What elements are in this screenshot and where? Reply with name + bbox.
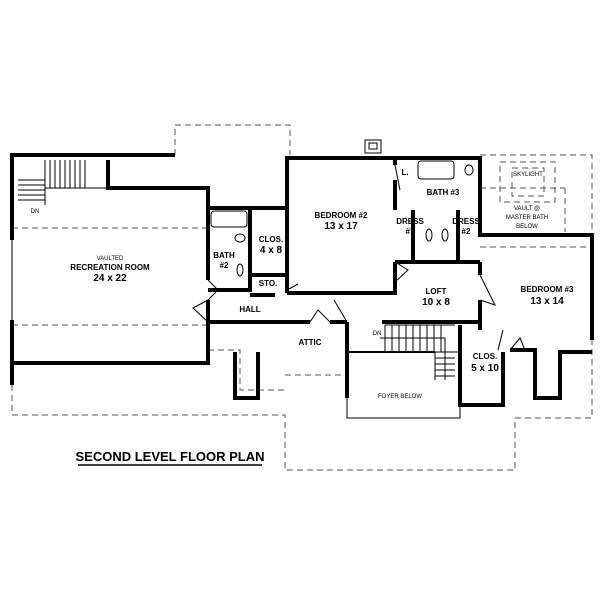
room-num-bath2: #2 <box>220 261 229 270</box>
vault-label-2: MASTER BATH <box>506 215 548 221</box>
plan-title: SECOND LEVEL FLOOR PLAN <box>76 449 265 464</box>
toilet-icon <box>464 164 474 176</box>
room-num-dress2: #2 <box>462 227 471 236</box>
room-size-recreation: 24 x 22 <box>93 273 127 284</box>
room-name-hall: HALL <box>239 305 260 314</box>
room-size-bedroom2: 13 x 17 <box>324 221 358 232</box>
stair-dn-label: DN <box>373 331 382 337</box>
roof-outline <box>11 124 593 471</box>
vault-label-1: VAULT @ <box>514 206 540 212</box>
room-name-loft: LOFT <box>426 287 447 296</box>
room-name-laundry: L. <box>401 168 408 177</box>
fixtures <box>210 139 474 277</box>
sink-icon <box>425 228 433 242</box>
room-name-dress1: DRESS <box>396 217 424 226</box>
chimney-icon <box>364 139 382 154</box>
room-size-clos2: 5 x 10 <box>471 363 499 374</box>
room-name-bedroom3: BEDROOM #3 <box>521 285 574 294</box>
vault-label-3: BELOW <box>516 224 538 230</box>
room-size-loft: 10 x 8 <box>422 297 450 308</box>
room-name-attic: ATTIC <box>299 338 322 347</box>
room-name-recreation: RECREATION ROOM <box>70 263 150 272</box>
stair-dn-label: DN <box>31 209 40 215</box>
room-name-bath3: BATH #3 <box>427 188 460 197</box>
room-name-dress2: DRESS <box>452 217 480 226</box>
doors <box>192 164 526 351</box>
toilet-icon <box>234 233 246 243</box>
room-size-bedroom3: 13 x 14 <box>530 296 564 307</box>
room-size-clos1: 4 x 8 <box>260 245 283 256</box>
room-name-bath2: BATH <box>213 251 235 260</box>
foyer-below-label: FOYER BELOW <box>378 394 422 400</box>
room-name-bedroom2: BEDROOM #2 <box>315 211 368 220</box>
foyer-below-outline <box>346 351 461 419</box>
room-note: VAULTED <box>97 256 124 262</box>
room-name-clos1: CLOS. <box>259 235 283 244</box>
sink-icon <box>236 263 244 277</box>
skylight-label: SKYLIGHT <box>513 172 543 178</box>
sink-icon <box>441 228 449 242</box>
bathtub-icon <box>210 210 248 228</box>
room-name-clos2: CLOS. <box>473 352 497 361</box>
bathtub-icon <box>417 160 455 180</box>
room-num-dress1: #1 <box>406 227 415 236</box>
room-name-sto: STO. <box>259 279 278 288</box>
